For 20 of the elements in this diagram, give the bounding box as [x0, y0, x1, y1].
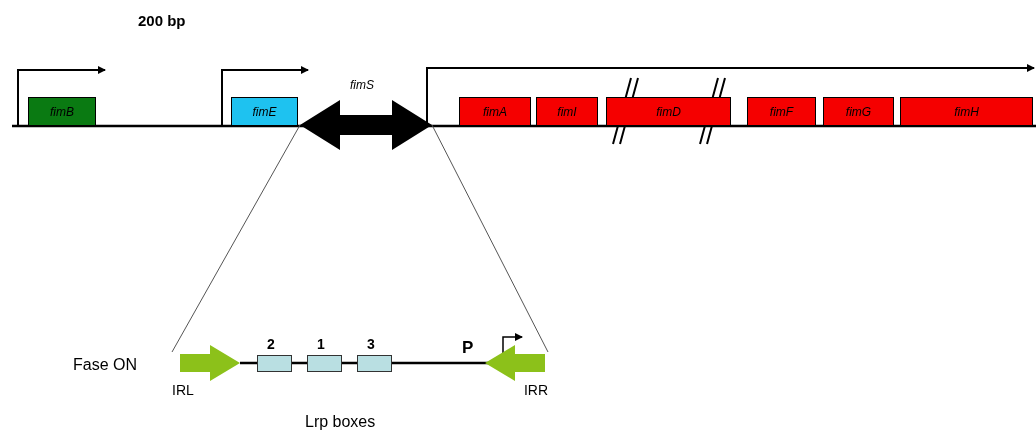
- gene-box: fimB: [28, 97, 96, 126]
- phase-label: Fase ON: [73, 356, 137, 374]
- gene-box: fimE: [231, 97, 298, 126]
- gene-box: fimD: [606, 97, 731, 126]
- box-number: 1: [317, 336, 325, 352]
- gene-box: fimF: [747, 97, 816, 126]
- zoom-line: [431, 124, 549, 353]
- repeat-label: IRL: [172, 382, 194, 398]
- gene-box: fimG: [823, 97, 894, 126]
- repeat-label: IRR: [523, 382, 548, 398]
- zoom-line: [171, 124, 301, 353]
- gene-box: fimI: [536, 97, 598, 126]
- promoter-label: P: [462, 338, 474, 358]
- gene-label: fimS: [350, 78, 374, 92]
- box-number: 2: [267, 336, 275, 352]
- gene-box: fimH: [900, 97, 1033, 126]
- box-number: 3: [367, 336, 375, 352]
- caption-label: Lrp boxes: [305, 413, 376, 431]
- scale-label: 200 bp: [138, 12, 186, 29]
- gene-box: fimA: [459, 97, 531, 126]
